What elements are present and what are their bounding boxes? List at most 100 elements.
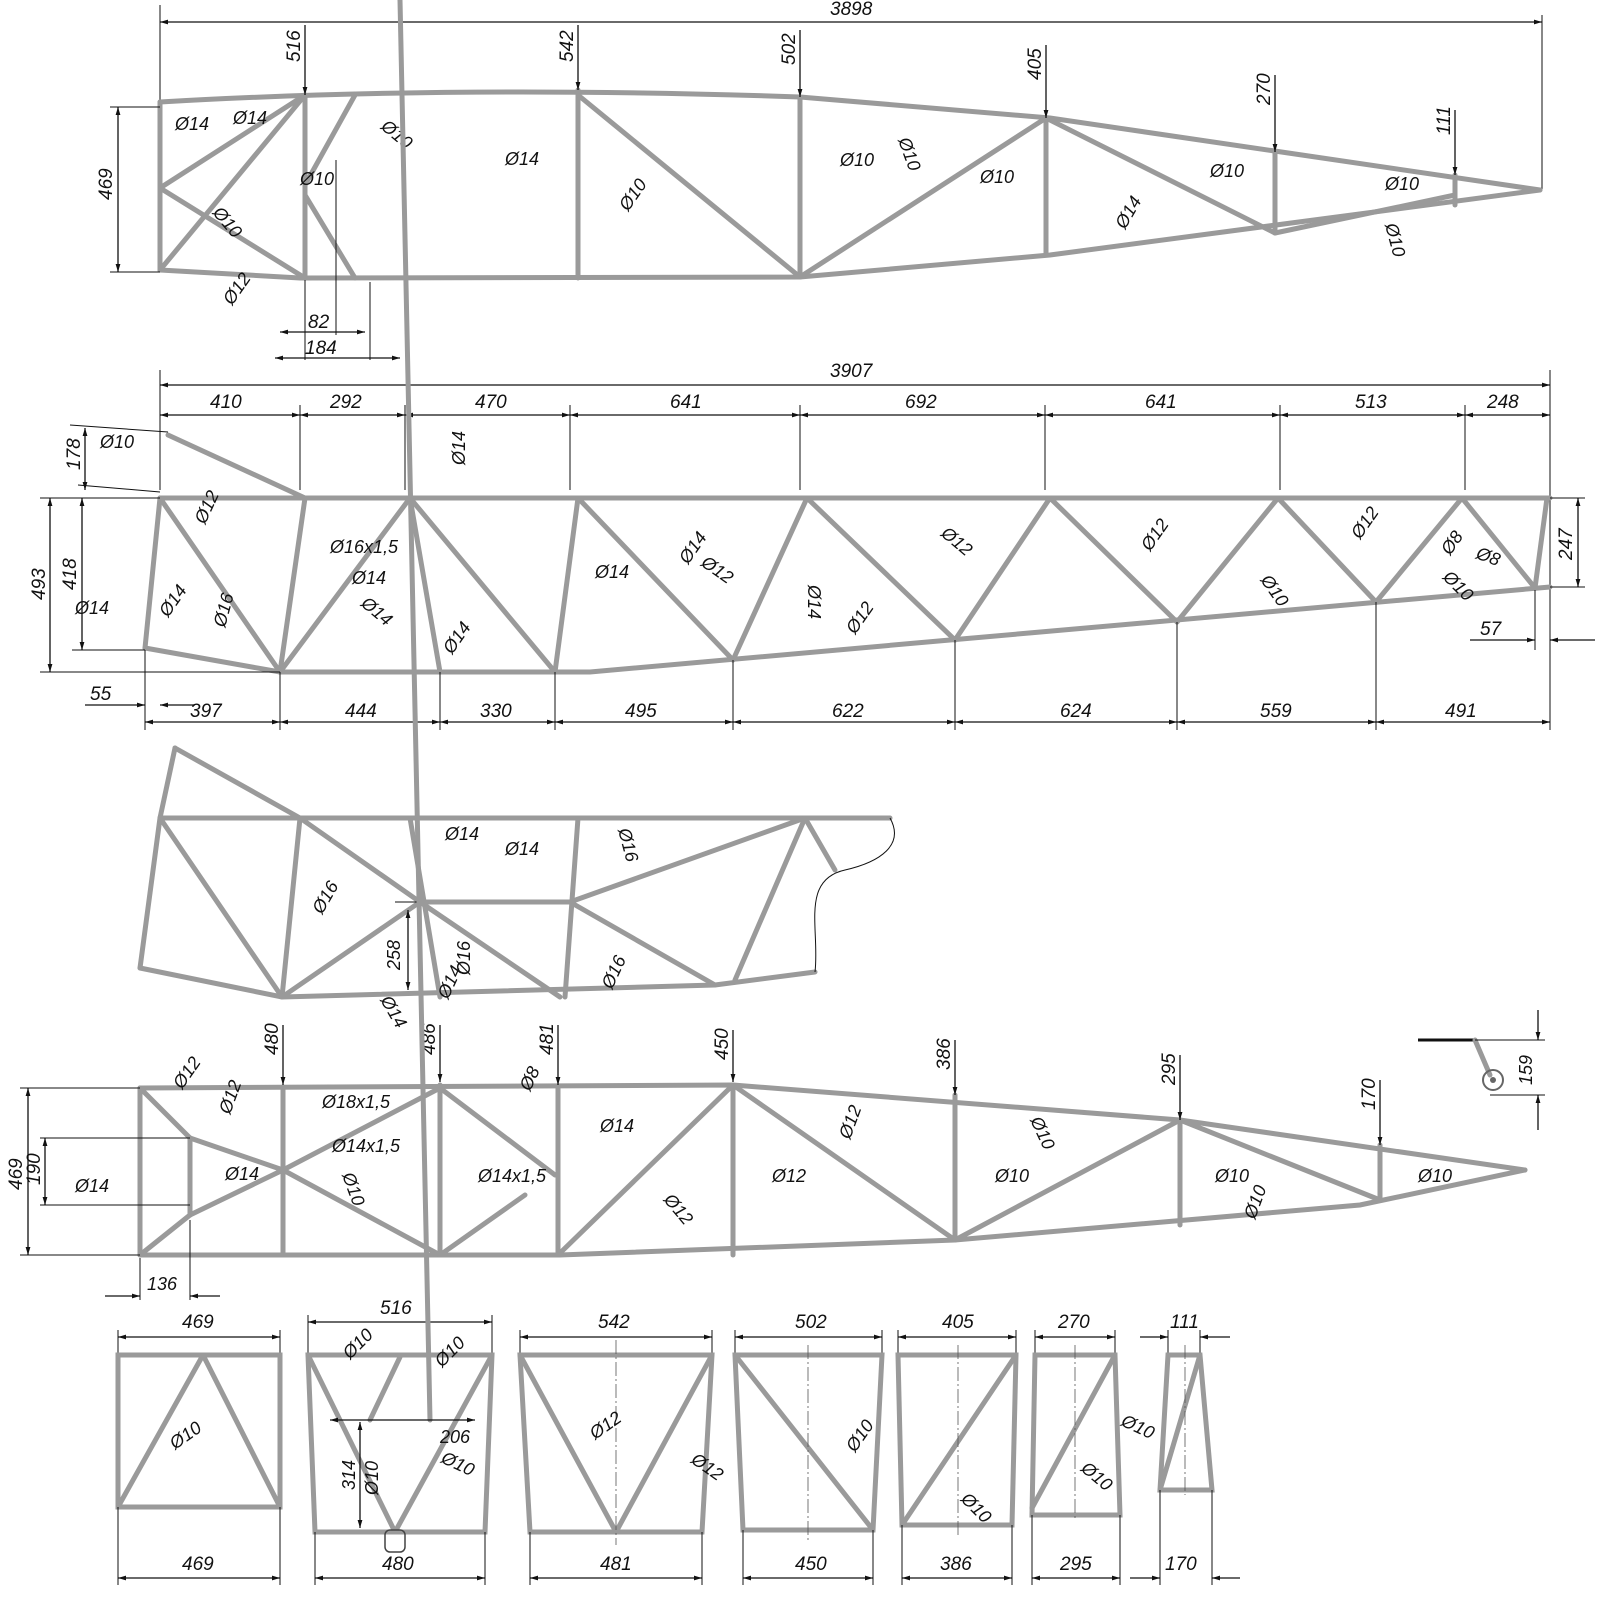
station-width-label: 386 bbox=[934, 1038, 955, 1070]
section-bottom-width: 481 bbox=[600, 1554, 632, 1575]
top-plan-view: 3898 516 542 502 405 270 111 bbox=[96, 0, 1543, 361]
tube-diameter-label: Ø10 bbox=[1381, 220, 1409, 259]
tailwheel-detail: 159 bbox=[1418, 1010, 1545, 1130]
tube-diameter-label: Ø14 bbox=[1111, 193, 1146, 233]
spacing-label: 470 bbox=[475, 392, 507, 413]
tube-diameter-label: Ø10 bbox=[956, 1488, 995, 1527]
tube-diameter-label: Ø12 bbox=[585, 1407, 625, 1443]
dimension-label: 314 bbox=[339, 1460, 359, 1490]
tube-diameter-label: Ø10 bbox=[1077, 1457, 1117, 1495]
tube-diameter-label: Ø8 bbox=[1436, 527, 1467, 559]
section-top-width: 405 bbox=[942, 1312, 974, 1333]
tube-diameter-label: Ø14 bbox=[174, 114, 209, 134]
station-width-label: 481 bbox=[537, 1023, 558, 1055]
dimension-label: 206 bbox=[439, 1427, 471, 1447]
tube-diameter-label: Ø10 bbox=[841, 1416, 877, 1456]
cross-sections: 469 Ø10 469 516 Ø10 Ø10 206 314 bbox=[115, 0, 1240, 1585]
offset-label: 55 bbox=[90, 684, 112, 705]
cross-section-5: 405 Ø10 386 bbox=[895, 1312, 1019, 1585]
tube-diameter-label: Ø16 bbox=[614, 825, 643, 865]
cross-section-3: 542 Ø12 Ø12 481 bbox=[517, 1312, 727, 1585]
height-label: 247 bbox=[1556, 527, 1577, 561]
cabin-side-detail-view: 258 Ø14 Ø14 Ø16 Ø16 Ø16 Ø14 Ø14 Ø16 bbox=[137, 745, 895, 1031]
offset-label: 136 bbox=[147, 1274, 178, 1294]
height-label: 418 bbox=[60, 558, 81, 590]
spacing-label: 410 bbox=[210, 392, 242, 413]
offset-label: 184 bbox=[305, 338, 337, 359]
tube-diameter-label: Ø14 bbox=[444, 824, 479, 844]
station-width-label: 111 bbox=[1434, 106, 1455, 135]
spacing-label: 491 bbox=[1445, 701, 1477, 722]
tube-diameter-label: Ø10 bbox=[338, 1325, 377, 1364]
tube-diameter-label: Ø14 bbox=[804, 584, 824, 619]
tube-diameter-label: Ø10 bbox=[377, 115, 417, 153]
section-bottom-width: 469 bbox=[182, 1554, 214, 1575]
tube-diameter-label: Ø12 bbox=[659, 1189, 697, 1229]
cross-section-1: 469 Ø10 469 bbox=[115, 1312, 283, 1585]
section-bottom-width: 480 bbox=[382, 1554, 414, 1575]
section-top-width: 270 bbox=[1057, 1312, 1090, 1333]
tube-diameter-label: Ø10 bbox=[362, 1461, 382, 1496]
tube-diameter-label: Ø10 bbox=[1256, 570, 1292, 610]
front-width-label: 469 bbox=[6, 1158, 27, 1190]
tube-diameter-label: Ø10 bbox=[614, 175, 650, 215]
section-bottom-width: 295 bbox=[1059, 1554, 1092, 1575]
tube-diameter-label: Ø14 bbox=[74, 598, 109, 618]
tube-diameter-label: Ø10 bbox=[1209, 161, 1244, 181]
tube-diameter-label: Ø14 bbox=[594, 562, 629, 582]
tube-diameter-label: Ø14 bbox=[438, 618, 474, 658]
bottom-plan-view: 480 486 481 450 386 295 170 469 190 136 bbox=[6, 1010, 1545, 1300]
height-label: 493 bbox=[29, 568, 50, 600]
tube-diameter-label: Ø10 bbox=[299, 169, 334, 189]
tube-diameter-label: Ø12 bbox=[215, 1078, 246, 1118]
tube-diameter-label: Ø14x1,5 bbox=[477, 1166, 547, 1186]
inner-width-label: 190 bbox=[24, 1153, 45, 1185]
station-width-label: 405 bbox=[1025, 48, 1046, 80]
tube-diameter-label: Ø12 bbox=[841, 598, 877, 638]
height-label: 178 bbox=[64, 438, 85, 470]
tube-diameter-label: Ø12 bbox=[1346, 503, 1382, 543]
tube-diameter-label: Ø10 bbox=[894, 134, 925, 174]
tube-diameter-label: Ø10 bbox=[979, 167, 1014, 187]
front-height-label: 469 bbox=[96, 168, 117, 200]
station-width-label: 450 bbox=[712, 1028, 733, 1060]
station-width-label: 170 bbox=[1359, 1078, 1380, 1110]
tube-diameter-label: Ø10 bbox=[430, 1333, 469, 1372]
tube-diameter-label: Ø14 bbox=[224, 1164, 259, 1184]
station-width-label: 542 bbox=[557, 30, 578, 62]
tube-diameter-label: Ø14 bbox=[154, 581, 190, 621]
overall-length-label: 3898 bbox=[830, 0, 873, 20]
section-bottom-width: 170 bbox=[1165, 1554, 1197, 1575]
spacing-label: 641 bbox=[1145, 392, 1177, 413]
section-top-width: 542 bbox=[598, 1312, 630, 1333]
spacing-label: 559 bbox=[1260, 701, 1292, 722]
tube-diameter-label: Ø14 bbox=[504, 839, 539, 859]
section-top-width: 469 bbox=[182, 1312, 214, 1333]
spacing-label: 397 bbox=[190, 701, 223, 722]
tube-diameter-label: Ø10 bbox=[1417, 1166, 1452, 1186]
spacing-label: 330 bbox=[480, 701, 512, 722]
tube-diameter-label: Ø10 bbox=[1384, 174, 1419, 194]
bottom-spacing-dims: 397 444 330 495 622 624 559 491 55 bbox=[85, 590, 1551, 730]
tube-diameter-label: Ø16 bbox=[308, 877, 343, 918]
tube-diameter-label: Ø12 bbox=[771, 1166, 806, 1186]
tailwheel-height-label: 159 bbox=[1516, 1055, 1536, 1085]
offset-label: 57 bbox=[1480, 619, 1503, 640]
station-width-label: 502 bbox=[779, 33, 800, 65]
tube-diameter-label: Ø10 bbox=[99, 432, 134, 452]
tube-diameter-label: Ø10 bbox=[165, 1417, 205, 1453]
spacing-label: 513 bbox=[1355, 392, 1387, 413]
tube-diameter-label: Ø10 bbox=[1214, 1166, 1249, 1186]
tube-diameter-label: Ø12 bbox=[937, 522, 977, 560]
tube-diameter-label: Ø10 bbox=[1026, 1112, 1059, 1152]
tube-diameter-label: Ø14 bbox=[599, 1116, 634, 1136]
tube-diameter-label: Ø14 bbox=[449, 431, 469, 466]
tube-diameter-label: Ø14 bbox=[357, 592, 397, 630]
top-spacing-dims: 410 292 470 641 692 641 513 248 bbox=[160, 392, 1550, 490]
tube-diameter-label: Ø16 bbox=[454, 940, 474, 976]
cross-section-6: 270 Ø10 Ø10 295 bbox=[1029, 1312, 1158, 1585]
spacing-label: 692 bbox=[905, 392, 937, 413]
section-bottom-width: 450 bbox=[795, 1554, 827, 1575]
tube-diameter-label: Ø12 bbox=[190, 487, 223, 527]
